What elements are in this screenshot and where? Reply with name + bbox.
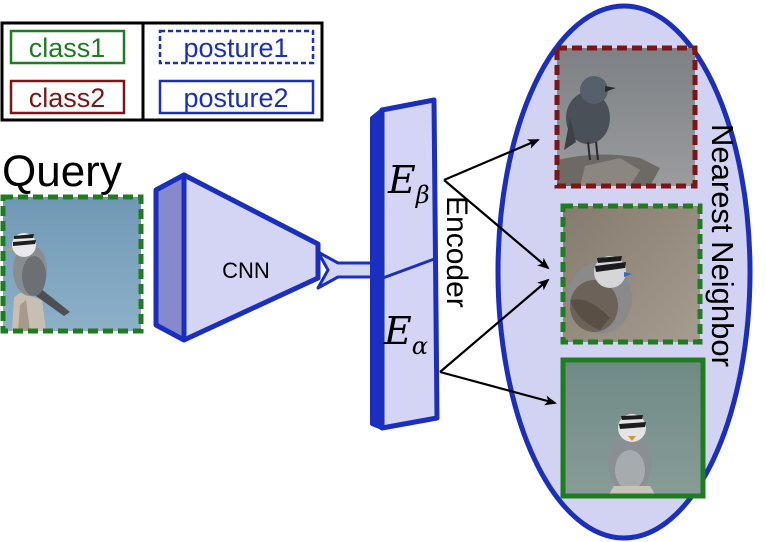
cnn-block: CNN <box>153 172 321 343</box>
legend-posture2-box <box>158 79 315 115</box>
encoder-block: Eβ Eα Encoder <box>370 97 473 431</box>
legend-class2-box <box>9 79 126 115</box>
query-frame <box>0 194 144 334</box>
encoder-beta-symbol: Eβ <box>387 158 430 209</box>
query-label: Query <box>2 147 122 196</box>
arrow-alpha-to-bottom <box>439 370 557 406</box>
neighbor-frame-bottom <box>560 357 706 499</box>
query-image <box>3 197 141 331</box>
legend-class1-box <box>9 29 126 65</box>
nearest-neighbor-label: Nearest Neighbor <box>705 124 740 367</box>
legend: class1 class2 posture1 posture2 <box>0 21 324 122</box>
legend-class1-label: class1 <box>29 33 106 63</box>
legend-posture1-label: posture1 <box>183 33 288 63</box>
neighbor-frame-middle <box>560 203 703 345</box>
cnn-trapezoid <box>181 172 321 343</box>
encoder-label: Encoder <box>440 196 473 308</box>
cnn-side-face <box>153 172 187 343</box>
cnn-to-encoder-connector <box>316 250 374 290</box>
encoder-split-line <box>371 256 438 284</box>
encoder-alpha-symbol: Eα <box>383 309 428 360</box>
legend-posture2-label: posture2 <box>183 83 288 113</box>
arrow-beta-to-top <box>443 138 540 182</box>
arrows <box>439 138 557 406</box>
legend-class2-label: class2 <box>29 83 106 113</box>
neighbor-image-bottom <box>563 360 703 496</box>
arrow-beta-to-middle <box>443 179 550 270</box>
neighbor-frame-top <box>554 45 698 189</box>
neighbor-image-middle <box>563 206 700 342</box>
cnn-label: CNN <box>222 258 270 283</box>
legend-frame <box>0 21 324 122</box>
neighbor-image-top <box>557 48 695 186</box>
arrow-alpha-to-middle <box>439 278 550 373</box>
encoder-panel <box>379 97 440 431</box>
legend-posture1-box <box>158 29 315 65</box>
